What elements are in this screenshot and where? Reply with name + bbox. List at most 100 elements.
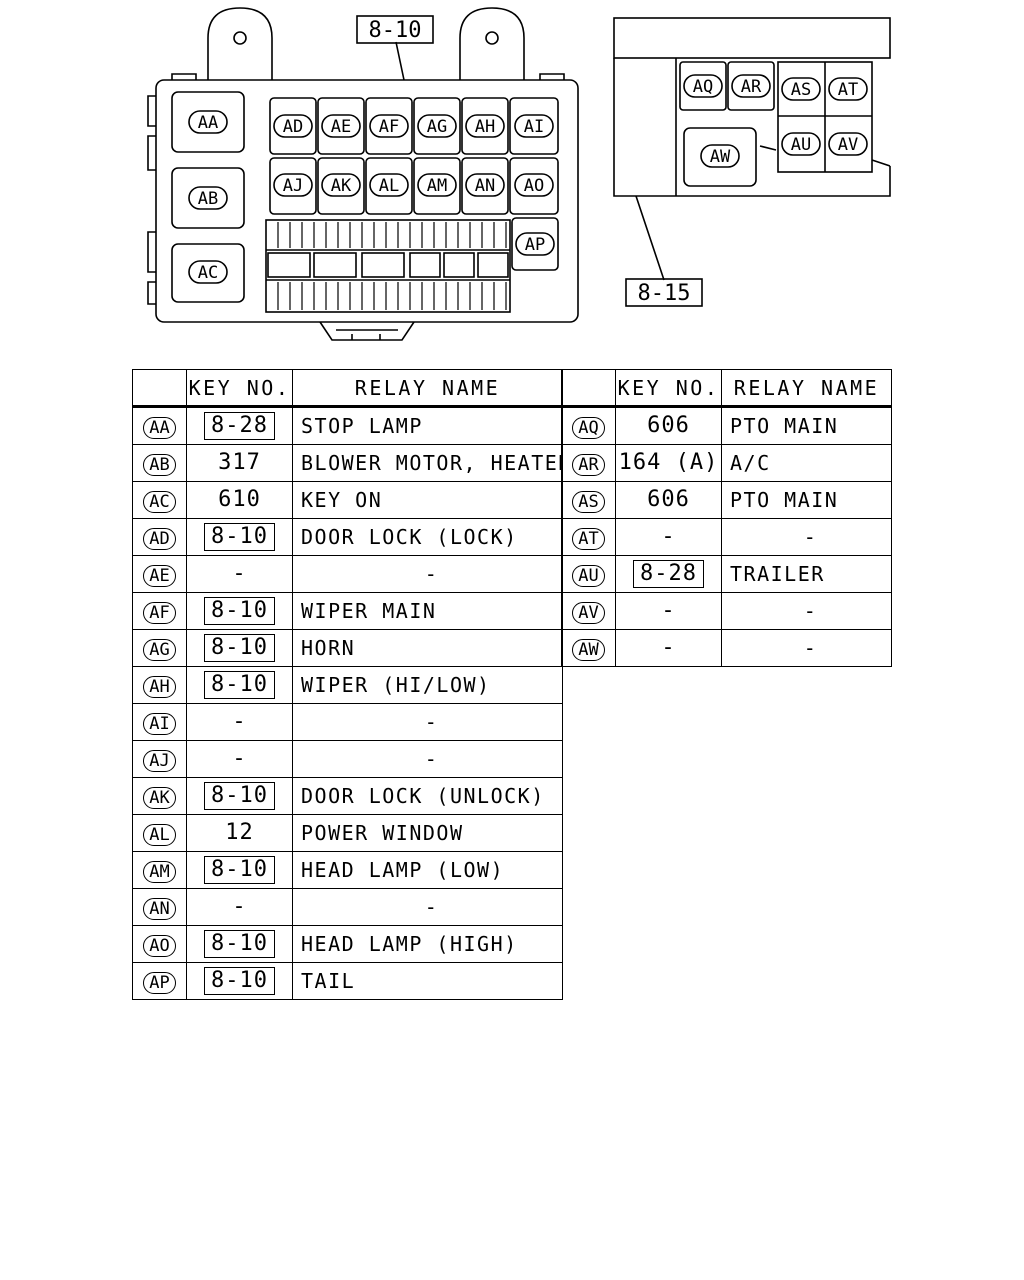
- relay-id-badge: AR: [572, 453, 605, 476]
- relay-name-cell: PTO MAIN: [721, 481, 892, 519]
- relay-badge: AF: [369, 114, 409, 138]
- table-row: AT--: [561, 518, 892, 556]
- key-no-cell: 8-28: [186, 406, 293, 445]
- table-row: AW--: [561, 629, 892, 667]
- key-no-reference-box: 8-28: [204, 412, 275, 440]
- relay-badge: AH: [465, 114, 505, 138]
- key-no-cell: 606: [615, 406, 722, 445]
- mount-ear-right: [459, 7, 525, 80]
- relay-name-cell: POWER WINDOW: [292, 814, 563, 852]
- relay-id-badge: AO: [143, 934, 176, 957]
- key-no-cell: -: [615, 629, 722, 667]
- relay-id-cell: AI: [132, 703, 187, 741]
- table-row: AS 606 PTO MAIN: [561, 481, 892, 519]
- relay-badge: AK: [321, 173, 361, 197]
- key-no-value: -: [232, 746, 247, 771]
- relay-id-cell: AN: [132, 888, 187, 926]
- relay-badge-label: AC: [198, 263, 218, 283]
- key-no-cell: 12: [186, 814, 293, 852]
- relay-badge-label: AU: [791, 135, 811, 155]
- relay-id-badge: AL: [143, 823, 176, 846]
- relay-name-cell: -: [292, 555, 563, 593]
- relay-id-cell: AJ: [132, 740, 187, 778]
- relay-badge: AC: [188, 260, 228, 284]
- key-no-cell: 164 (A): [615, 444, 722, 482]
- relay-id-cell: AA: [132, 406, 187, 445]
- key-no-cell: 317: [186, 444, 293, 482]
- key-no-reference-box: 8-10: [204, 671, 275, 699]
- relay-name-cell: TAIL: [292, 962, 563, 1000]
- relay-id-cell: AC: [132, 481, 187, 519]
- relay-badge-label: AI: [524, 117, 544, 137]
- key-no-reference-box: 8-10: [204, 930, 275, 958]
- header-id: [561, 369, 616, 407]
- table-row: AE--: [132, 555, 563, 593]
- relay-name-cell: HORN: [292, 629, 563, 667]
- key-no-cell: 8-10: [186, 592, 293, 630]
- relay-badge-label: AG: [427, 117, 447, 137]
- key-no-cell: 8-10: [186, 777, 293, 815]
- relay-badge: AE: [321, 114, 361, 138]
- relay-badge: AR: [731, 74, 771, 98]
- relay-name-cell: A/C: [721, 444, 892, 482]
- relay-id-badge: AE: [143, 564, 176, 587]
- key-no-value: 164 (A): [618, 450, 719, 475]
- key-no-cell: 8-10: [186, 629, 293, 667]
- relay-badge-label: AE: [331, 117, 351, 137]
- key-no-cell: 8-10: [186, 666, 293, 704]
- relay-id-badge: AD: [143, 527, 176, 550]
- relay-id-badge: AF: [143, 601, 176, 624]
- header-relay-name: RELAY NAME: [292, 369, 563, 407]
- relay-id-cell: AS: [561, 481, 616, 519]
- key-no-value: -: [661, 635, 676, 660]
- relay-badge: AO: [514, 173, 554, 197]
- key-no-cell: 8-10: [186, 925, 293, 963]
- table-row: AV--: [561, 592, 892, 630]
- key-no-cell: 610: [186, 481, 293, 519]
- key-no-value: 606: [647, 487, 690, 512]
- relay-badge-label: AM: [427, 176, 447, 196]
- relay-name-cell: -: [721, 592, 892, 630]
- relay-badge-label: AL: [379, 176, 399, 196]
- key-no-cell: 8-10: [186, 851, 293, 889]
- relay-id-badge: AB: [143, 453, 176, 476]
- relay-id-badge: AN: [143, 897, 176, 920]
- relay-id-badge: AU: [572, 564, 605, 587]
- relay-badge-label: AT: [838, 80, 858, 100]
- relay-id-badge: AH: [143, 675, 176, 698]
- relay-badge: AW: [700, 144, 740, 168]
- relay-id-badge: AI: [143, 712, 176, 735]
- key-no-cell: 8-10: [186, 518, 293, 556]
- relay-id-badge: AQ: [572, 416, 605, 439]
- key-no-reference-box: 8-10: [204, 967, 275, 995]
- key-no-cell: 606: [615, 481, 722, 519]
- sub-box-housing: [613, 58, 891, 197]
- table-row: AI--: [132, 703, 563, 741]
- relay-badge: AS: [781, 77, 821, 101]
- key-no-value: -: [232, 709, 247, 734]
- mount-ear-left: [207, 7, 273, 80]
- relay-id-cell: AV: [561, 592, 616, 630]
- relay-badge: AI: [514, 114, 554, 138]
- mount-hole-left: [233, 31, 247, 45]
- relay-badge: AQ: [683, 74, 723, 98]
- relay-name-cell: TRAILER: [721, 555, 892, 593]
- key-no-cell: 8-10: [186, 962, 293, 1000]
- relay-badge-label: AS: [791, 80, 811, 100]
- relay-badge-label: AW: [710, 147, 731, 167]
- relay-name-cell: PTO MAIN: [721, 406, 892, 445]
- sub-box-lid: [613, 17, 891, 59]
- relay-badge: AN: [465, 173, 505, 197]
- relay-id-badge: AS: [572, 490, 605, 513]
- relay-id-badge: AK: [143, 786, 176, 809]
- key-no-cell: -: [615, 592, 722, 630]
